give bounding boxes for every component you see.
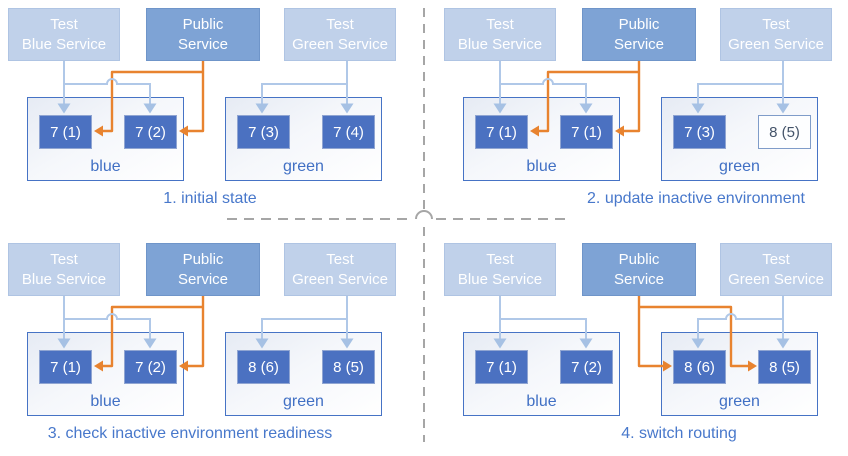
service-box-public: Public Service <box>146 8 260 61</box>
pod-updating: 8 (5) <box>758 115 811 149</box>
environment-label: blue <box>90 393 121 410</box>
service-box-public: Public Service <box>582 243 696 296</box>
environment-box-blue: 7 (1) 7 (2) blue <box>27 332 184 416</box>
service-box-public: Public Service <box>582 8 696 61</box>
service-box-test-blue: Test Blue Service <box>444 8 556 61</box>
service-box-test-green: Test Green Service <box>284 8 396 61</box>
service-box-test-blue: Test Blue Service <box>444 243 556 296</box>
environment-box-green: 8 (6) 8 (5) green <box>225 332 382 416</box>
environment-label: green <box>719 158 760 175</box>
service-box-test-green: Test Green Service <box>284 243 396 296</box>
step-caption: 4. switch routing <box>621 425 737 442</box>
environment-label: green <box>283 393 324 410</box>
service-box-test-green: Test Green Service <box>720 243 832 296</box>
environment-label: green <box>719 393 760 410</box>
pod: 7 (2) <box>124 115 177 149</box>
environment-label: blue <box>90 158 121 175</box>
quadrant-check-inactive-environment-readiness: Test Blue Service Public Service Test Gr… <box>0 235 414 456</box>
environment-box-blue: 7 (1) 7 (1) blue <box>463 97 620 181</box>
environment-box-blue: 7 (1) 7 (2) blue <box>463 332 620 416</box>
service-box-public: Public Service <box>146 243 260 296</box>
pod: 7 (3) <box>237 115 290 149</box>
pod: 7 (1) <box>39 115 92 149</box>
pod: 8 (5) <box>758 350 811 384</box>
environment-box-green: 8 (6) 8 (5) green <box>661 332 818 416</box>
pod: 7 (2) <box>124 350 177 384</box>
quadrant-initial-state: Test Blue Service Public Service Test Gr… <box>0 0 414 222</box>
pod: 7 (3) <box>673 115 726 149</box>
environment-label: blue <box>526 158 557 175</box>
environment-label: green <box>283 158 324 175</box>
pod: 7 (1) <box>560 115 613 149</box>
service-box-test-blue: Test Blue Service <box>8 243 120 296</box>
step-caption: 2. update inactive environment <box>587 190 805 207</box>
service-box-test-green: Test Green Service <box>720 8 832 61</box>
pod: 7 (1) <box>475 350 528 384</box>
environment-box-green: 7 (3) 8 (5) green <box>661 97 818 181</box>
pod: 7 (4) <box>322 115 375 149</box>
divider-crossing-hop <box>415 210 433 220</box>
step-caption: 3. check inactive environment readiness <box>47 425 333 442</box>
pod: 8 (5) <box>322 350 375 384</box>
environment-box-green: 7 (3) 7 (4) green <box>225 97 382 181</box>
pod: 8 (6) <box>237 350 290 384</box>
quadrant-switch-routing: Test Blue Service Public Service Test Gr… <box>436 235 848 456</box>
pod: 8 (6) <box>673 350 726 384</box>
pod: 7 (2) <box>560 350 613 384</box>
step-caption: 1. initial state <box>163 190 257 207</box>
service-box-test-blue: Test Blue Service <box>8 8 120 61</box>
pod: 7 (1) <box>39 350 92 384</box>
pod: 7 (1) <box>475 115 528 149</box>
environment-label: blue <box>526 393 557 410</box>
environment-box-blue: 7 (1) 7 (2) blue <box>27 97 184 181</box>
quadrant-update-inactive-environment: Test Blue Service Public Service Test Gr… <box>436 0 848 222</box>
